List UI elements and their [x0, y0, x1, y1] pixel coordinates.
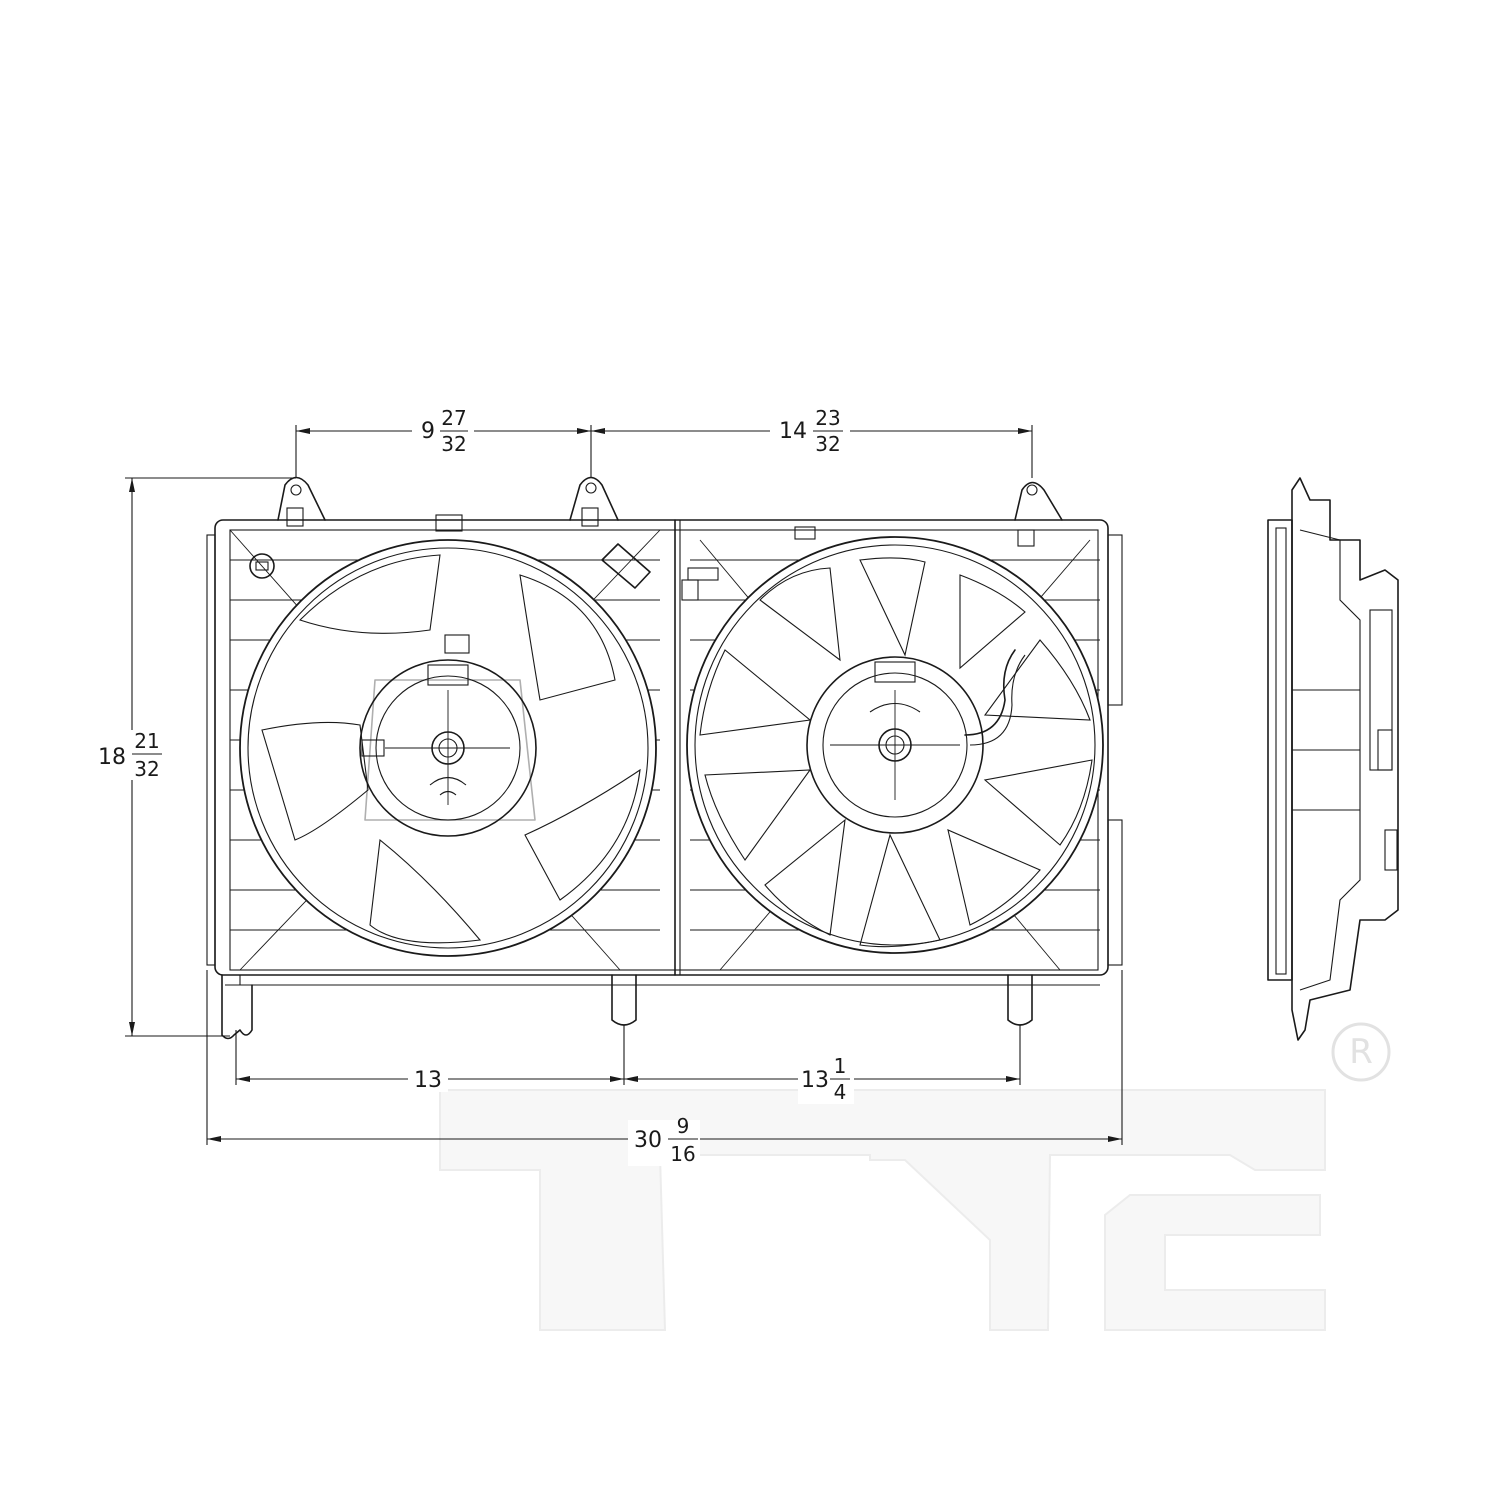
left-fan-blades	[261, 554, 641, 944]
dim-overall-width-den: 16	[670, 1142, 695, 1166]
registered-circle	[1331, 1022, 1391, 1082]
dim-bottom-right-num: 1	[834, 1054, 847, 1078]
registered-mark: R	[1349, 1032, 1373, 1072]
dim-bottom-right-den: 4	[834, 1080, 847, 1104]
dim-top-right-den: 32	[815, 432, 840, 456]
right-fan	[686, 536, 1104, 954]
dim-height-num: 21	[134, 729, 159, 753]
right-fan-blades	[699, 557, 1093, 948]
dim-bottom-left: 13	[414, 1068, 442, 1093]
dim-overall-width-num: 9	[677, 1114, 690, 1138]
dim-top-right-num: 23	[815, 406, 840, 430]
dim-overall-width-whole: 30	[634, 1128, 662, 1153]
dim-top-left-num: 27	[441, 406, 466, 430]
dim-height-den: 32	[134, 757, 159, 781]
tyc-watermark: R	[439, 1022, 1391, 1331]
dim-top-left-den: 32	[441, 432, 466, 456]
dim-bottom-right-whole: 13	[801, 1068, 829, 1093]
dim-top-right-whole: 14	[779, 419, 807, 444]
dimension-labels: 9 27 32 14 23 32 18 21 32 13 13 1 4 30 9…	[92, 406, 854, 1166]
dim-height-whole: 18	[98, 745, 126, 770]
left-fan	[239, 539, 657, 957]
dim-top-left-whole: 9	[421, 419, 435, 444]
side-view	[1267, 477, 1399, 1041]
